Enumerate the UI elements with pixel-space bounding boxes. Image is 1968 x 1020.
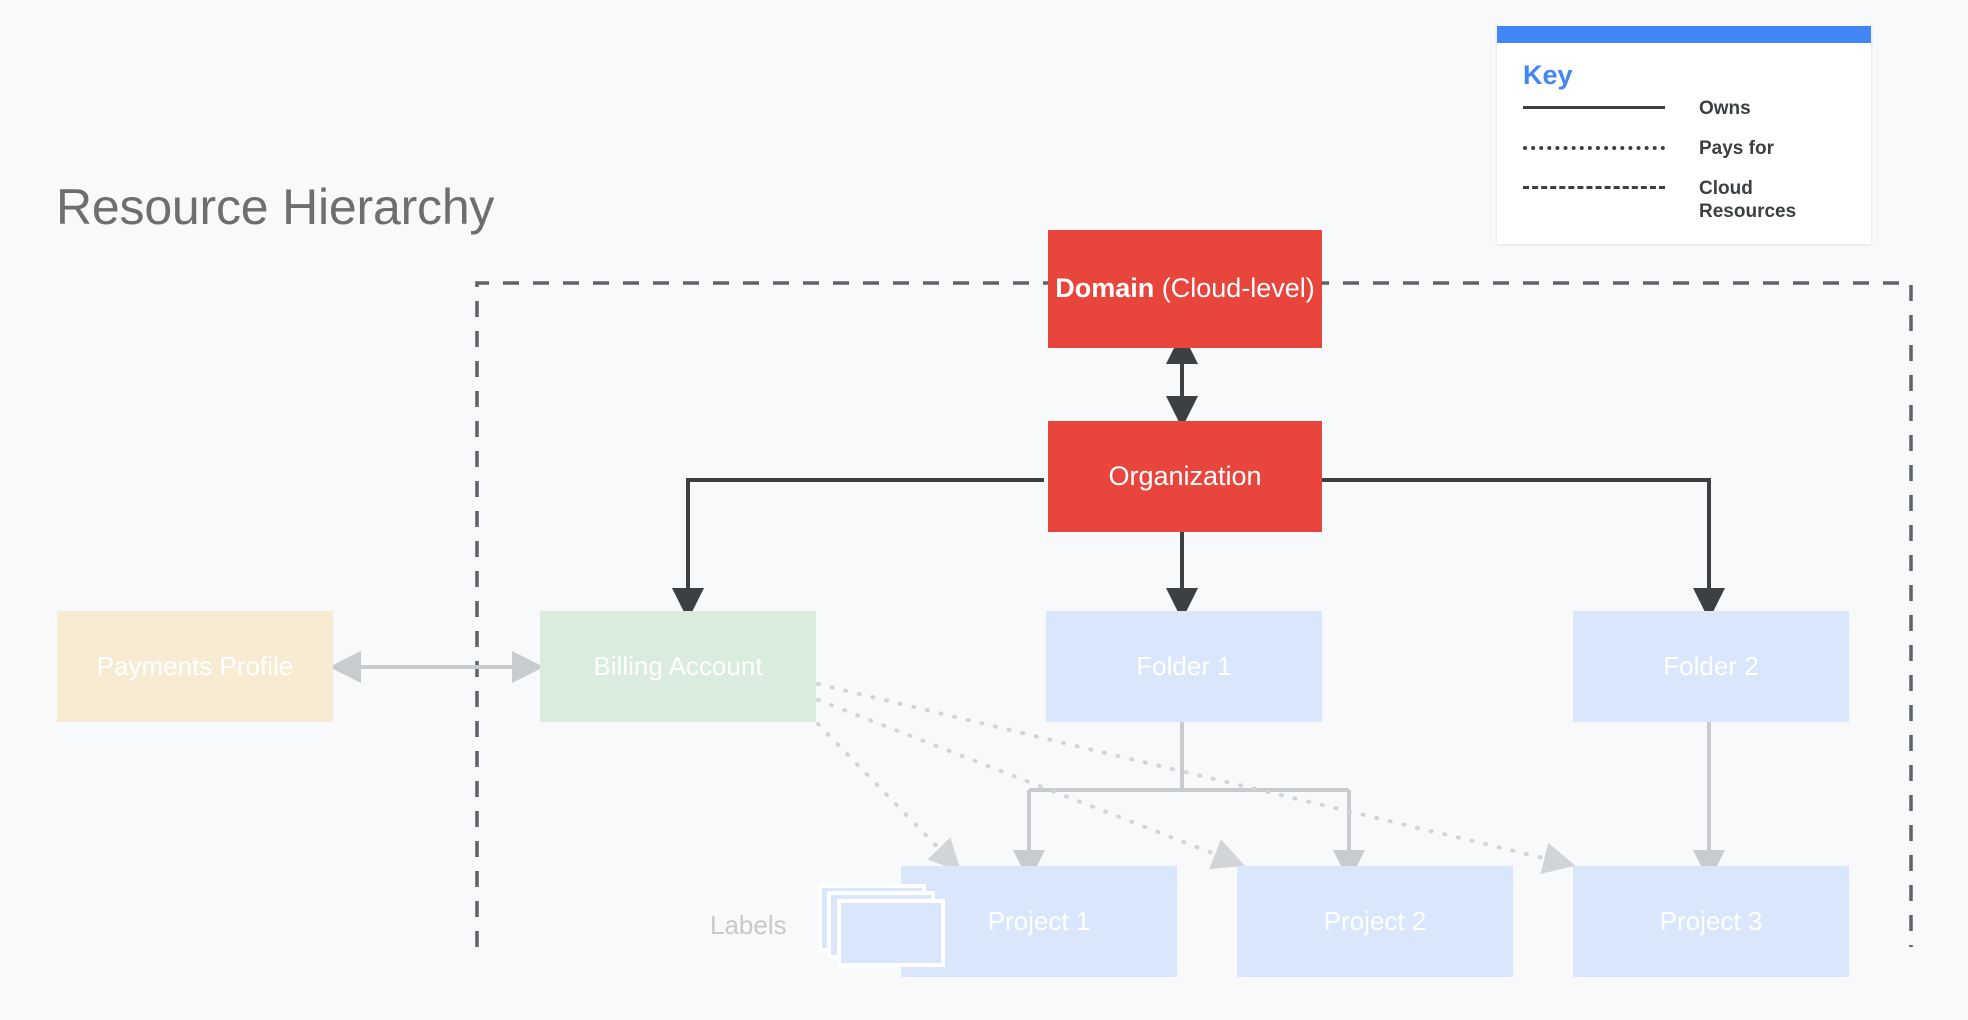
key-row-cloud-resources: Cloud Resources [1523, 177, 1845, 225]
edge-organization-folder-2 [1320, 478, 1725, 620]
node-project-2-label: Project 2 [1323, 905, 1427, 936]
dotted-line-icon [1523, 137, 1665, 157]
node-domain-label-bold: Domain [1055, 273, 1155, 304]
key-panel-body: Key Owns Pays for Cloud Resources [1497, 43, 1871, 244]
node-project-2[interactable]: Project 2 [1237, 866, 1513, 977]
node-project-3[interactable]: Project 3 [1573, 866, 1849, 977]
node-organization[interactable]: Organization [1048, 421, 1322, 532]
edge-organization-billing-account [672, 478, 1044, 620]
labels-stack-icon [818, 884, 945, 967]
node-domain-label-rest: (Cloud-level) [1154, 273, 1315, 304]
node-billing-account[interactable]: Billing Account [540, 611, 816, 722]
node-organization-label: Organization [1108, 460, 1262, 491]
node-domain-label: Domain (Cloud-level) [1055, 273, 1315, 304]
key-panel: Key Owns Pays for Cloud Resources [1497, 26, 1871, 245]
node-billing-account-label: Billing Account [593, 650, 763, 681]
dashed-line-icon [1523, 177, 1665, 197]
key-rows: Owns Pays for Cloud Resources [1523, 97, 1845, 225]
label-card-front [837, 899, 945, 967]
node-folder-1[interactable]: Folder 1 [1046, 611, 1322, 722]
key-label-owns: Owns [1699, 97, 1751, 119]
edge-billing-account-project-2 [816, 698, 1245, 870]
key-title: Key [1523, 60, 1573, 90]
labels-annotation: Labels [710, 910, 787, 940]
solid-line-icon [1523, 97, 1665, 117]
node-payments-profile-label: Payments Profile [96, 650, 294, 681]
key-label-pays-for: Pays for [1699, 137, 1774, 159]
node-domain[interactable]: Domain (Cloud-level) [1048, 230, 1322, 348]
page-title: Resource Hierarchy [56, 179, 495, 235]
node-folder-2[interactable]: Folder 2 [1573, 611, 1849, 722]
edge-billing-account-project-1 [816, 722, 962, 872]
node-project-3-label: Project 3 [1659, 905, 1763, 936]
node-folder-1-label: Folder 1 [1136, 650, 1232, 681]
node-folder-2-label: Folder 2 [1663, 650, 1759, 681]
node-payments-profile[interactable]: Payments Profile [57, 611, 333, 722]
node-project-1-label: Project 1 [987, 905, 1091, 936]
key-row-pays-for: Pays for [1523, 137, 1845, 167]
key-label-cloud-resources: Cloud Resources [1699, 177, 1797, 223]
key-row-owns: Owns [1523, 97, 1845, 127]
key-panel-accent-bar [1497, 26, 1871, 43]
